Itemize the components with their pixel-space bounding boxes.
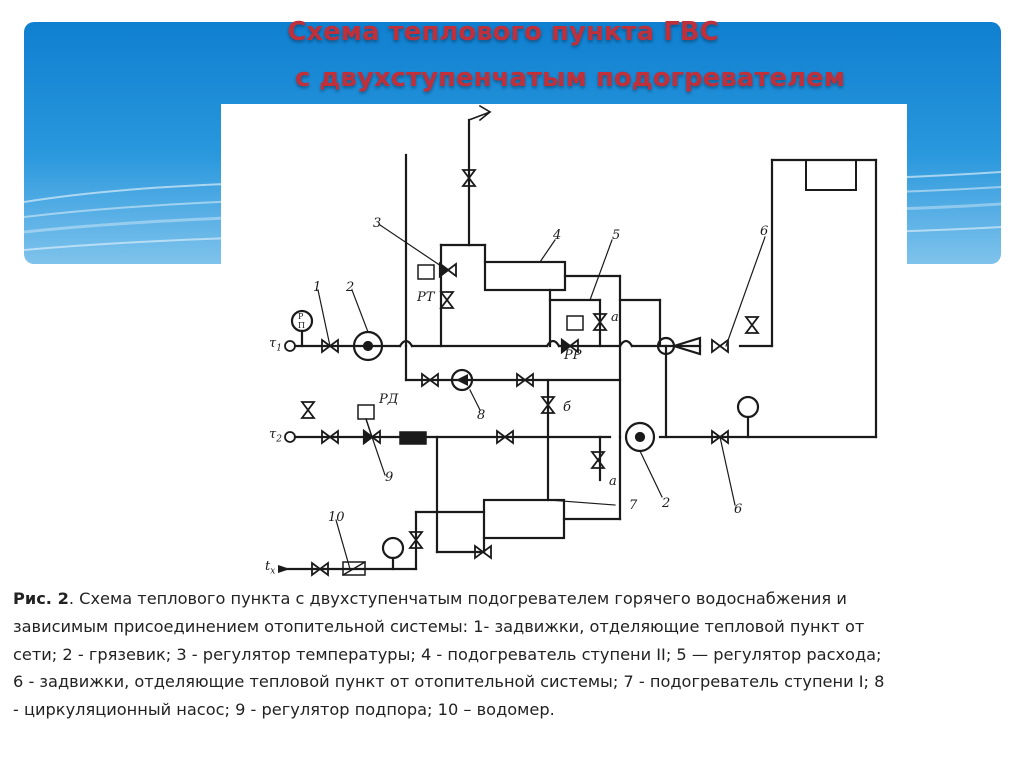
flow-meter-block [399,431,427,445]
inlet-t1 [284,340,296,352]
diagram-panel: 1 2 3 4 5 6 РТ РР а б 8 РД 9 а 2 6 7 10 … [221,104,907,595]
label-a1: а [611,310,619,325]
rt-sensor-box [417,264,435,280]
figure-caption: Рис. 2. Схема теплового пункта с двухсту… [13,585,893,724]
outlet-hot-water [467,104,492,122]
pressure-gauge-heating [736,395,760,439]
label-10: 10 [328,510,345,525]
label-5: 5 [612,228,621,243]
rr-sensor-box [566,315,584,331]
label-rt: РТ [417,290,435,305]
label-9: 9 [385,470,394,485]
inlet-tx [278,565,290,573]
label-1: 1 [313,280,322,295]
water-meter-10 [342,561,366,576]
label-rd: РД [379,392,399,407]
label-b: б [563,400,571,415]
heating-system-loop [770,158,878,439]
label-8: 8 [477,408,486,423]
label-7: 7 [629,498,638,513]
slide-title-line1: Схема теплового пункта ГВС [287,17,719,47]
label-6a: 6 [760,224,769,239]
label-2b: 2 [662,496,671,511]
label-t1: τ1 [269,336,282,354]
circulation-pump-8 [450,368,474,392]
caption-text: . Схема теплового пункта с двухступенчат… [13,589,885,720]
pressure-gauge-t1 [290,309,314,348]
heat-substation-diagram [278,104,878,577]
caption-prefix: Рис. 2 [13,589,69,608]
label-a2: а [609,474,617,489]
label-t2: τ2 [269,427,282,445]
pressure-gauge-tx [381,536,405,571]
label-tx: tx [265,559,276,577]
inlet-t2 [284,431,296,443]
slide-title-line2: с двухступенчатым подогревателем [294,63,846,93]
elevator-mixer [656,336,702,356]
label-4: 4 [553,228,562,243]
gauge-pi-label: П [298,321,305,330]
label-2a: 2 [346,280,355,295]
label-3: 3 [373,216,382,231]
label-rr: РР [564,348,582,363]
gauge-p-label: P [298,312,304,321]
diagram-labels: 1 2 3 4 5 6 РТ РР а б 8 РД 9 а 2 6 7 10 … [221,104,907,595]
label-6b: 6 [734,502,743,517]
